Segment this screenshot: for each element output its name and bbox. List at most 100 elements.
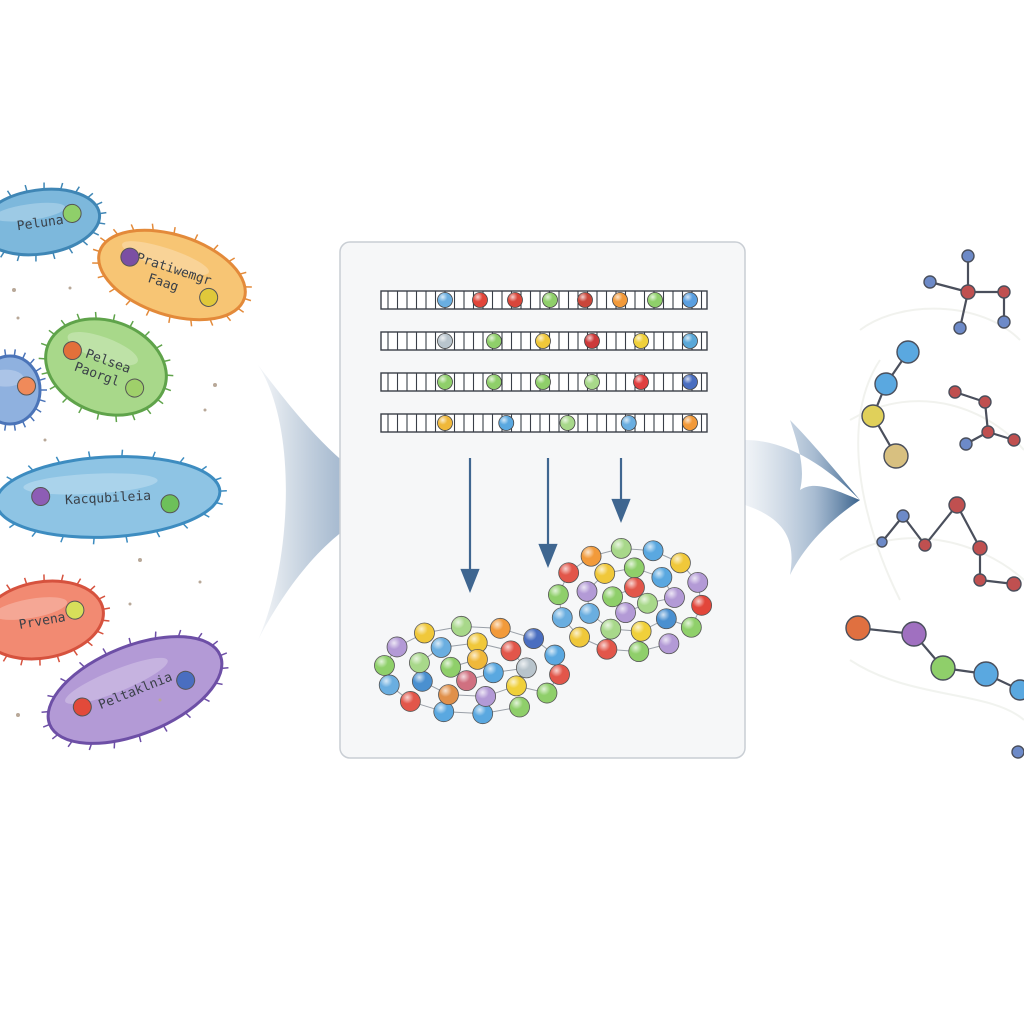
bacterium-highlight: [67, 331, 138, 366]
bead-shine: [643, 540, 664, 561]
bacterium: Prvena: [0, 574, 111, 666]
molecule-atom: [896, 509, 910, 523]
bead-shine: [523, 628, 544, 649]
bead-shine: [486, 374, 502, 390]
bead-shine: [682, 415, 698, 431]
molecule-atom: [1011, 745, 1024, 759]
bead-shine: [602, 586, 623, 607]
bead-shine: [656, 608, 677, 629]
bead-shine: [387, 636, 408, 657]
bead-shine: [637, 593, 658, 614]
bacterium-organelle: [160, 494, 180, 514]
molecule: [861, 340, 920, 469]
bead-shine: [437, 374, 453, 390]
bead-shine: [544, 645, 565, 666]
bead-shine: [437, 333, 453, 349]
bead-shine: [621, 415, 637, 431]
bead-shine: [535, 333, 551, 349]
bead-shine: [633, 374, 649, 390]
bacterium-highlight: [122, 241, 209, 276]
bacterium-body: [46, 635, 224, 745]
bacterium-highlight: [23, 473, 158, 495]
bead-shine: [624, 577, 645, 598]
molecule-atom: [959, 437, 973, 451]
bead-shine: [490, 618, 511, 639]
bead-shine: [584, 374, 600, 390]
bead-shine: [475, 686, 496, 707]
bead-shine: [633, 333, 649, 349]
bead-shine: [670, 552, 691, 573]
sequencing-panel: [339, 241, 746, 759]
molecule-atom: [896, 340, 920, 364]
molecule-atom: [972, 540, 988, 556]
debris-dots: [12, 286, 217, 717]
molecule-atom: [1009, 679, 1024, 701]
bacterium: [0, 349, 47, 431]
molecule-atom: [973, 573, 987, 587]
bead-shine: [379, 674, 400, 695]
bead-shine: [615, 602, 636, 623]
left-flow-arrow: [258, 365, 400, 640]
bacterium: Kacqubileia: [0, 449, 227, 545]
bacterium-highlight: [0, 202, 66, 222]
left-cluster: [374, 615, 570, 725]
bead-shine: [558, 562, 579, 583]
down-arrowhead-3: [611, 498, 631, 523]
bead-shine: [536, 683, 557, 704]
bead-shine: [624, 557, 645, 578]
bead-shine: [594, 563, 615, 584]
bead-shine: [569, 627, 590, 648]
molecule-atom: [901, 621, 927, 647]
molecule-atom: [961, 249, 975, 263]
bead-shine: [681, 617, 702, 638]
bead-shine: [437, 415, 453, 431]
molecule: [876, 496, 1022, 592]
bead-shine: [579, 603, 600, 624]
molecule-atom: [918, 538, 932, 552]
bead-shine: [516, 657, 537, 678]
molecule-atom: [883, 443, 909, 469]
sequence-strip: [380, 331, 708, 351]
bacterium-body: [0, 455, 222, 539]
molecule-atom: [948, 385, 962, 399]
bacterium: Peltaklnia: [41, 629, 229, 751]
bead-shine: [451, 616, 472, 637]
bead-shine: [664, 587, 685, 608]
bacterium-organelle: [125, 378, 145, 398]
sequence-strip: [380, 372, 708, 392]
bead-shine: [548, 584, 569, 605]
molecule-atom: [978, 395, 992, 409]
bacterium: Peluna: [0, 182, 107, 262]
bead-shine: [628, 641, 649, 662]
bead-shine: [409, 652, 430, 673]
down-arrows: [460, 458, 631, 593]
bead-shine: [631, 621, 652, 642]
molecule-atom: [1007, 433, 1021, 447]
bacteria-group: PelunaPratiwemgrFaagPelseaPaorglKacqubil…: [0, 182, 252, 751]
bead-shine: [549, 664, 570, 685]
background-wisps: [839, 307, 1024, 721]
molecule-atom: [876, 536, 888, 548]
bead-shine: [682, 374, 698, 390]
bead-shine: [440, 657, 461, 678]
molecule: [845, 615, 1024, 759]
bead-shine: [596, 639, 617, 660]
bead-shine: [552, 607, 573, 628]
molecule-atom: [948, 496, 966, 514]
molecule: [948, 385, 1021, 451]
bead-shine: [581, 546, 602, 567]
bacterium-organelle: [120, 247, 140, 267]
molecule-atom: [981, 425, 995, 439]
bacterium-highlight: [65, 657, 168, 704]
sequence-strip: [380, 413, 708, 433]
down-arrowhead-2: [538, 543, 558, 568]
molecule-atom: [997, 285, 1011, 299]
bacterium-highlight: [0, 369, 24, 387]
bacterium-organelle: [62, 203, 82, 223]
bead-shine: [472, 292, 488, 308]
bead-shine: [658, 633, 679, 654]
bacterium-organelle: [176, 670, 196, 690]
sequence-strip: [380, 290, 708, 310]
bead-shine: [412, 671, 433, 692]
